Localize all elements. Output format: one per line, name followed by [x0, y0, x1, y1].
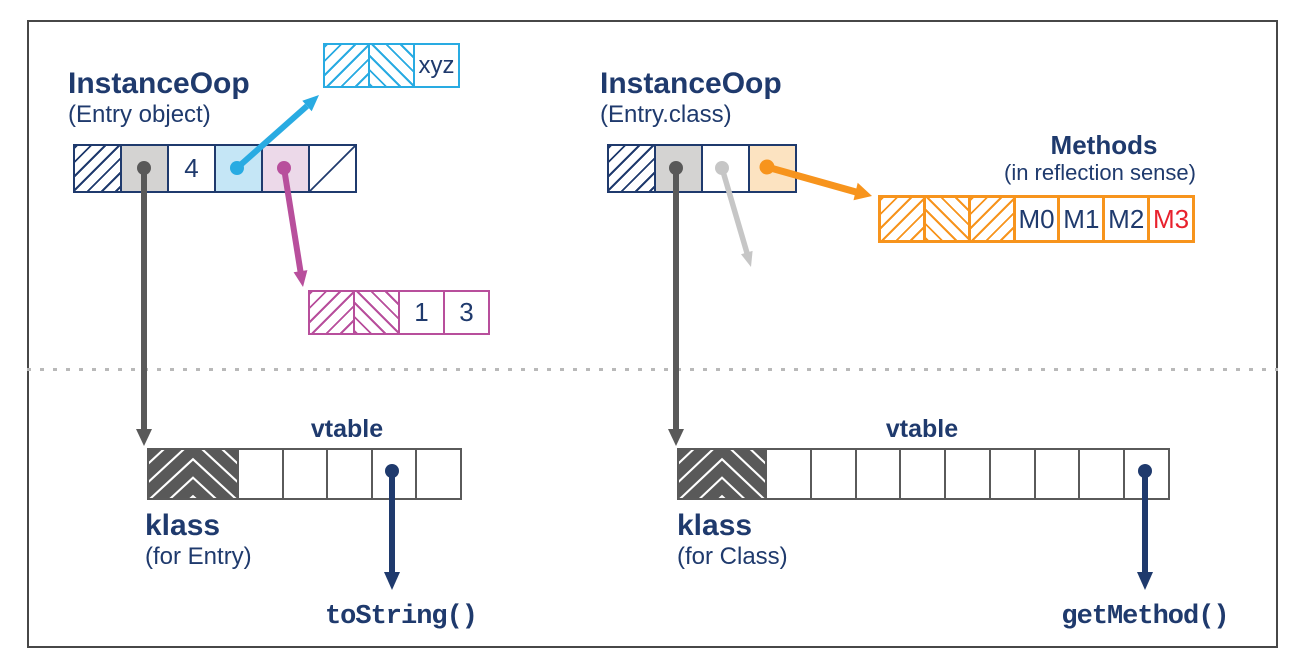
- xyz-header-hatch2: [368, 45, 413, 86]
- chevron-hatch-icon: [149, 450, 237, 498]
- right-vtable-slot-6: [1033, 450, 1079, 498]
- method-m0: M0: [1018, 203, 1055, 234]
- left-vtable-slot-4: [415, 450, 460, 498]
- diagram-frame: [27, 20, 1278, 648]
- array-header-hatch: [310, 292, 353, 333]
- method-m2: M2: [1108, 203, 1145, 234]
- right-vtable-slot-2: [854, 450, 900, 498]
- array-value-cell-1: 1: [398, 292, 443, 333]
- methods-box: M0 M1 M2 M3: [878, 195, 1195, 243]
- methods-subtitle: (in reflection sense): [1004, 160, 1196, 185]
- right-vtable-slot-8-getmethod: [1123, 450, 1168, 498]
- left-klass-header-block: [149, 450, 237, 498]
- left-oop-cell-array-pointer: [261, 146, 308, 191]
- right-klass-title: klass: [677, 509, 753, 542]
- left-vtable-label: vtable: [310, 415, 384, 443]
- left-oop-cell-string-pointer: [214, 146, 261, 191]
- left-vtable-slot-2: [326, 450, 371, 498]
- chevron-hatch-icon: [679, 450, 765, 498]
- array-header-hatch2: [353, 292, 398, 333]
- array-value-2: 3: [459, 297, 474, 327]
- diagonal-slash-icon: [310, 146, 355, 191]
- right-klass-vtable-row: [677, 448, 1170, 500]
- right-vtable-slot-5: [988, 450, 1034, 498]
- array-value-1: 1: [414, 297, 429, 327]
- left-oop-cell-klass-pointer: [120, 146, 167, 191]
- right-vtable-method-label: getMethod(): [1061, 602, 1229, 632]
- methods-cell-m1: M1: [1057, 198, 1102, 240]
- xyz-string-box: xyz: [323, 43, 460, 88]
- left-oop-cell-mark-hatch: [75, 146, 120, 191]
- left-instanceoop-title: InstanceOop: [68, 67, 250, 100]
- right-oop-cell-methods-pointer: [748, 146, 795, 191]
- methods-header-hatch3: [967, 198, 1013, 240]
- methods-cell-m0: M0: [1012, 198, 1058, 240]
- method-m1: M1: [1063, 203, 1100, 234]
- left-instanceoop-subtitle: (Entry object): [68, 101, 211, 128]
- left-vtable-method-label: toString(): [324, 602, 478, 632]
- right-instanceoop-title: InstanceOop: [600, 67, 782, 100]
- xyz-value-cell: xyz: [413, 45, 458, 86]
- methods-cell-m2: M2: [1102, 198, 1147, 240]
- left-klass-title: klass: [145, 509, 221, 542]
- int-field-value: 4: [184, 153, 199, 183]
- right-vtable-label: vtable: [885, 415, 959, 443]
- array-box: 1 3: [308, 290, 490, 335]
- right-vtable-slot-0: [765, 450, 810, 498]
- xyz-value: xyz: [418, 51, 455, 79]
- right-klass-subtitle: (for Class): [677, 543, 788, 570]
- right-oop-row: [607, 144, 797, 193]
- method-m3: M3: [1153, 203, 1190, 234]
- array-value-cell-2: 3: [443, 292, 488, 333]
- left-oop-row: 4: [73, 144, 357, 193]
- right-klass-header-block: [679, 450, 765, 498]
- right-vtable-slot-3: [899, 450, 944, 498]
- right-oop-cell-mark-hatch: [609, 146, 654, 191]
- methods-title: Methods: [1050, 130, 1158, 160]
- left-vtable-slot-3-tostring: [370, 450, 416, 498]
- methods-header-hatch: [881, 198, 923, 240]
- left-klass-vtable-row: [147, 448, 462, 500]
- left-vtable-slot-1: [281, 450, 327, 498]
- methods-header-hatch2: [922, 198, 968, 240]
- left-klass-subtitle: (for Entry): [145, 543, 252, 570]
- right-vtable-slot-4: [944, 450, 989, 498]
- xyz-header-hatch: [325, 45, 368, 86]
- methods-cell-m3: M3: [1147, 198, 1192, 240]
- right-oop-cell-empty-pointer: [701, 146, 748, 191]
- left-oop-cell-int-field: 4: [167, 146, 214, 191]
- right-vtable-slot-7: [1078, 450, 1123, 498]
- right-vtable-slot-1: [809, 450, 855, 498]
- right-instanceoop-subtitle: (Entry.class): [600, 101, 732, 128]
- heap-separator-dotted-line: [27, 368, 1278, 371]
- right-oop-cell-klass-pointer: [654, 146, 701, 191]
- left-vtable-slot-0: [237, 450, 282, 498]
- left-oop-cell-padding: [308, 146, 355, 191]
